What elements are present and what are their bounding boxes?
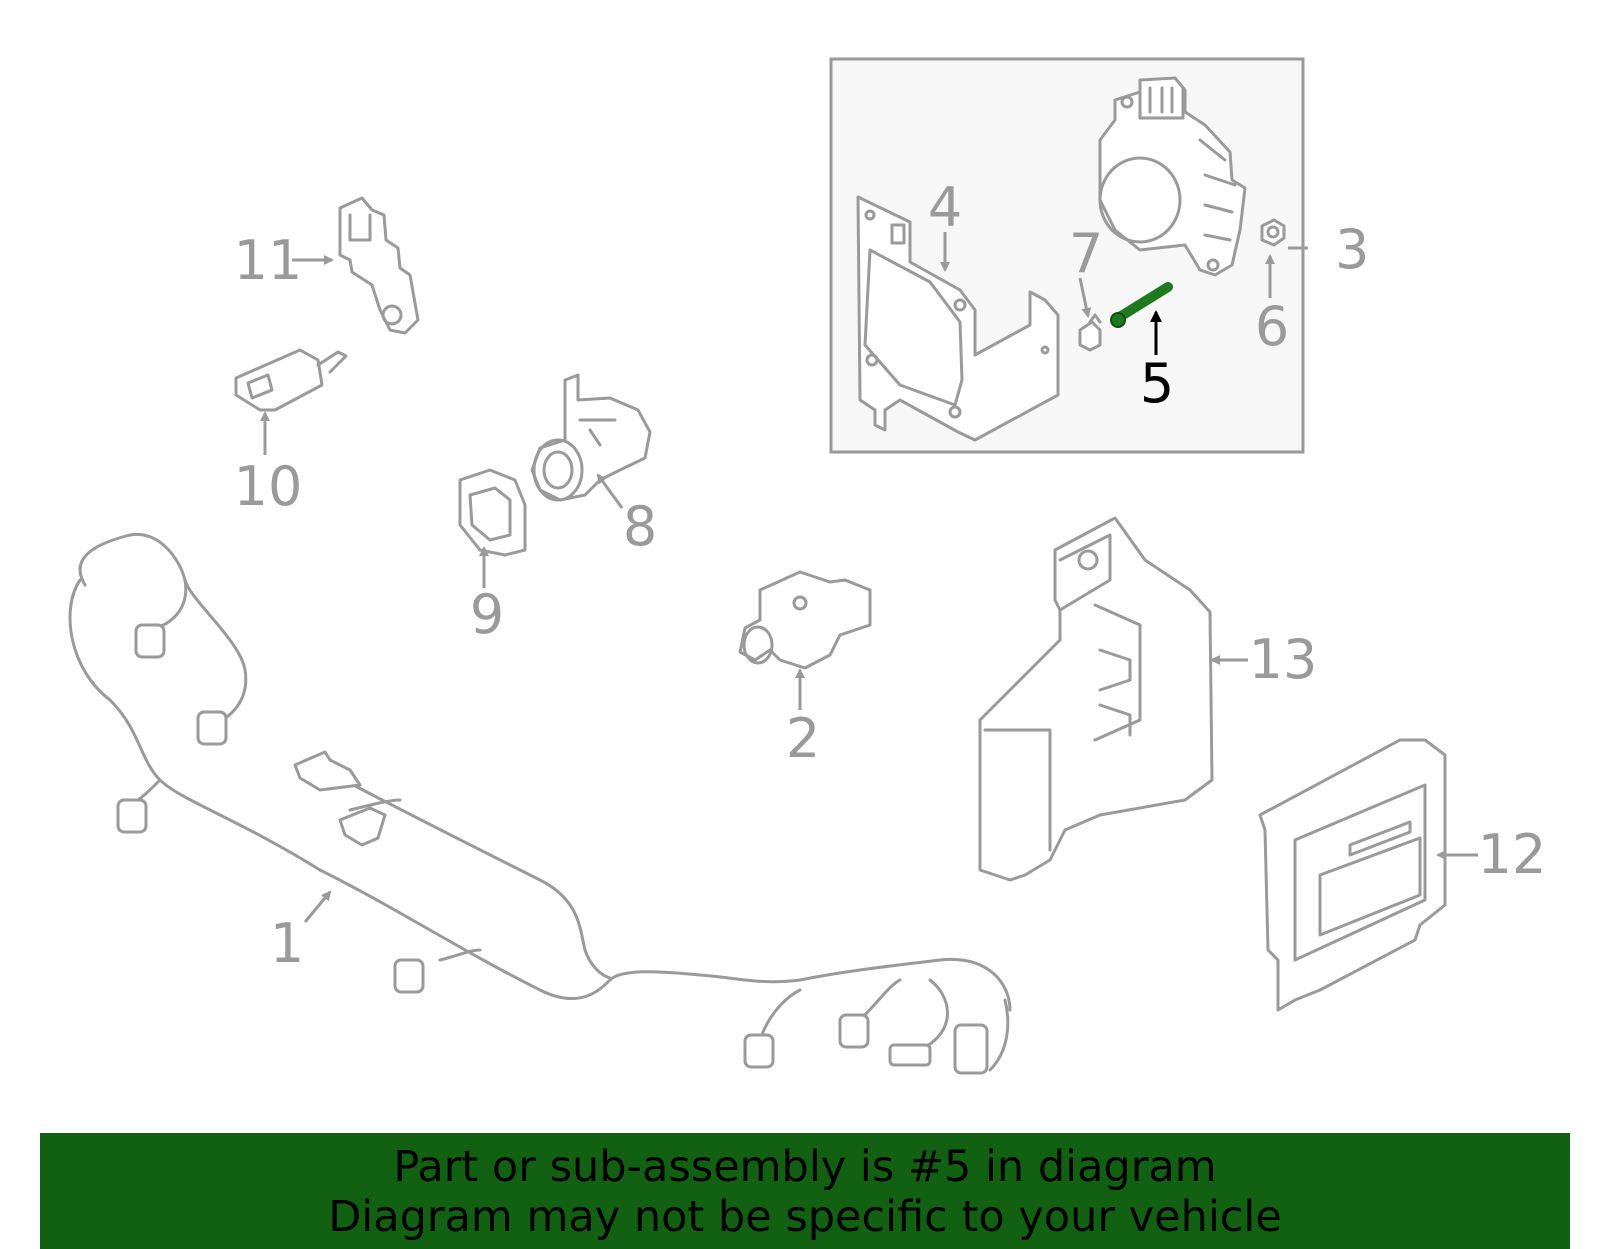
banner-line-2: Diagram may not be specific to your vehi… xyxy=(328,1192,1282,1242)
part-4-bracket[interactable] xyxy=(856,195,1060,442)
callout-10[interactable]: 10 xyxy=(234,455,303,518)
callout-2[interactable]: 2 xyxy=(786,707,820,770)
part-9-seal[interactable] xyxy=(458,468,527,557)
callout-12[interactable]: 12 xyxy=(1478,823,1547,886)
callout-7[interactable]: 7 xyxy=(1069,222,1103,285)
callout-9[interactable]: 9 xyxy=(470,583,504,646)
callout-11[interactable]: 11 xyxy=(234,229,303,292)
part-1-harness[interactable] xyxy=(68,533,1012,1075)
leader-7 xyxy=(1078,277,1092,318)
part-10-sensor[interactable] xyxy=(234,348,348,412)
part-8-holder[interactable] xyxy=(530,373,652,502)
part-12-module[interactable] xyxy=(1258,738,1447,1012)
callout-13[interactable]: 13 xyxy=(1249,628,1318,691)
callout-4[interactable]: 4 xyxy=(928,176,962,239)
callout-8[interactable]: 8 xyxy=(623,495,657,558)
leader-1 xyxy=(303,890,332,923)
callout-3[interactable]: 3 xyxy=(1335,218,1369,281)
part-11-sensor[interactable] xyxy=(338,196,420,335)
callout-5[interactable]: 5 xyxy=(1140,352,1174,415)
callout-1[interactable]: 1 xyxy=(270,912,304,975)
part-3-sensor[interactable] xyxy=(1098,76,1247,277)
part-7-clip[interactable] xyxy=(1078,313,1102,352)
leader-8 xyxy=(596,473,624,509)
callout-6[interactable]: 6 xyxy=(1255,295,1289,358)
part-6-nut[interactable] xyxy=(1260,218,1286,247)
part-5-pin-highlighted[interactable] xyxy=(1110,282,1173,328)
part-2-sensor[interactable] xyxy=(738,570,872,670)
info-banner: Part or sub-assembly is #5 in diagram Di… xyxy=(40,1133,1570,1249)
banner-line-1: Part or sub-assembly is #5 in diagram xyxy=(393,1142,1217,1192)
part-13-module-bracket[interactable] xyxy=(978,516,1214,882)
